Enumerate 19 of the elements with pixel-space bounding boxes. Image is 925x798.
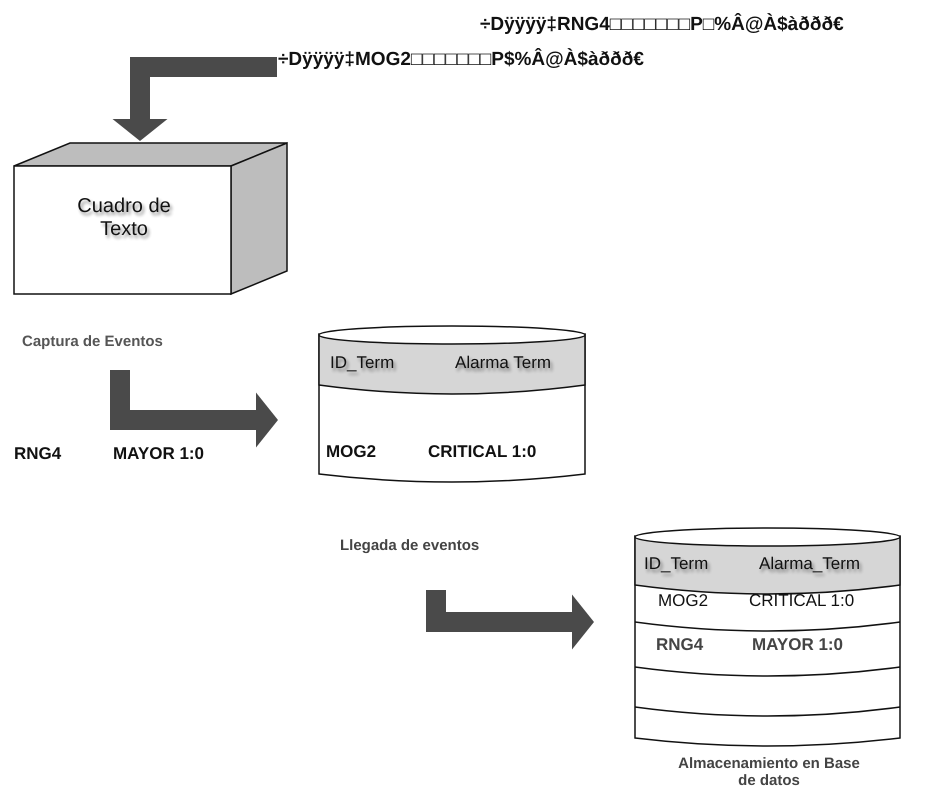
- box-label: Cuadro de Texto: [76, 195, 172, 241]
- column-header: Alarma_Term: [759, 554, 860, 574]
- table-value: CRITICAL 1:0: [749, 591, 854, 611]
- table-value: MOG2: [658, 591, 708, 611]
- block-arrow: [112, 57, 277, 141]
- column-header: ID_Term: [330, 353, 394, 373]
- table-value: RNG4: [656, 635, 704, 655]
- data-dump-text: ÷Dÿÿÿÿ‡MOG2□□□□□□□P$%Â@À$àððð€: [278, 49, 644, 71]
- column-header: Alarma Term: [455, 353, 552, 373]
- table-value: MOG2: [326, 442, 376, 462]
- table-value: MAYOR 1:0: [752, 635, 844, 655]
- data-dump-text: ÷Dÿÿÿÿ‡RNG4□□□□□□□P□%Â@À$àððð€: [480, 14, 844, 36]
- data-value: RNG4: [14, 444, 62, 464]
- node-label: Captura de Eventos: [22, 333, 163, 350]
- table-value: CRITICAL 1:0: [428, 442, 536, 462]
- data-value: MAYOR 1:0: [113, 444, 204, 464]
- column-header: ID_Term: [644, 554, 708, 574]
- node-label: Llegada de eventos: [340, 537, 480, 554]
- node-label: Almacenamiento en Base de datos: [677, 755, 861, 790]
